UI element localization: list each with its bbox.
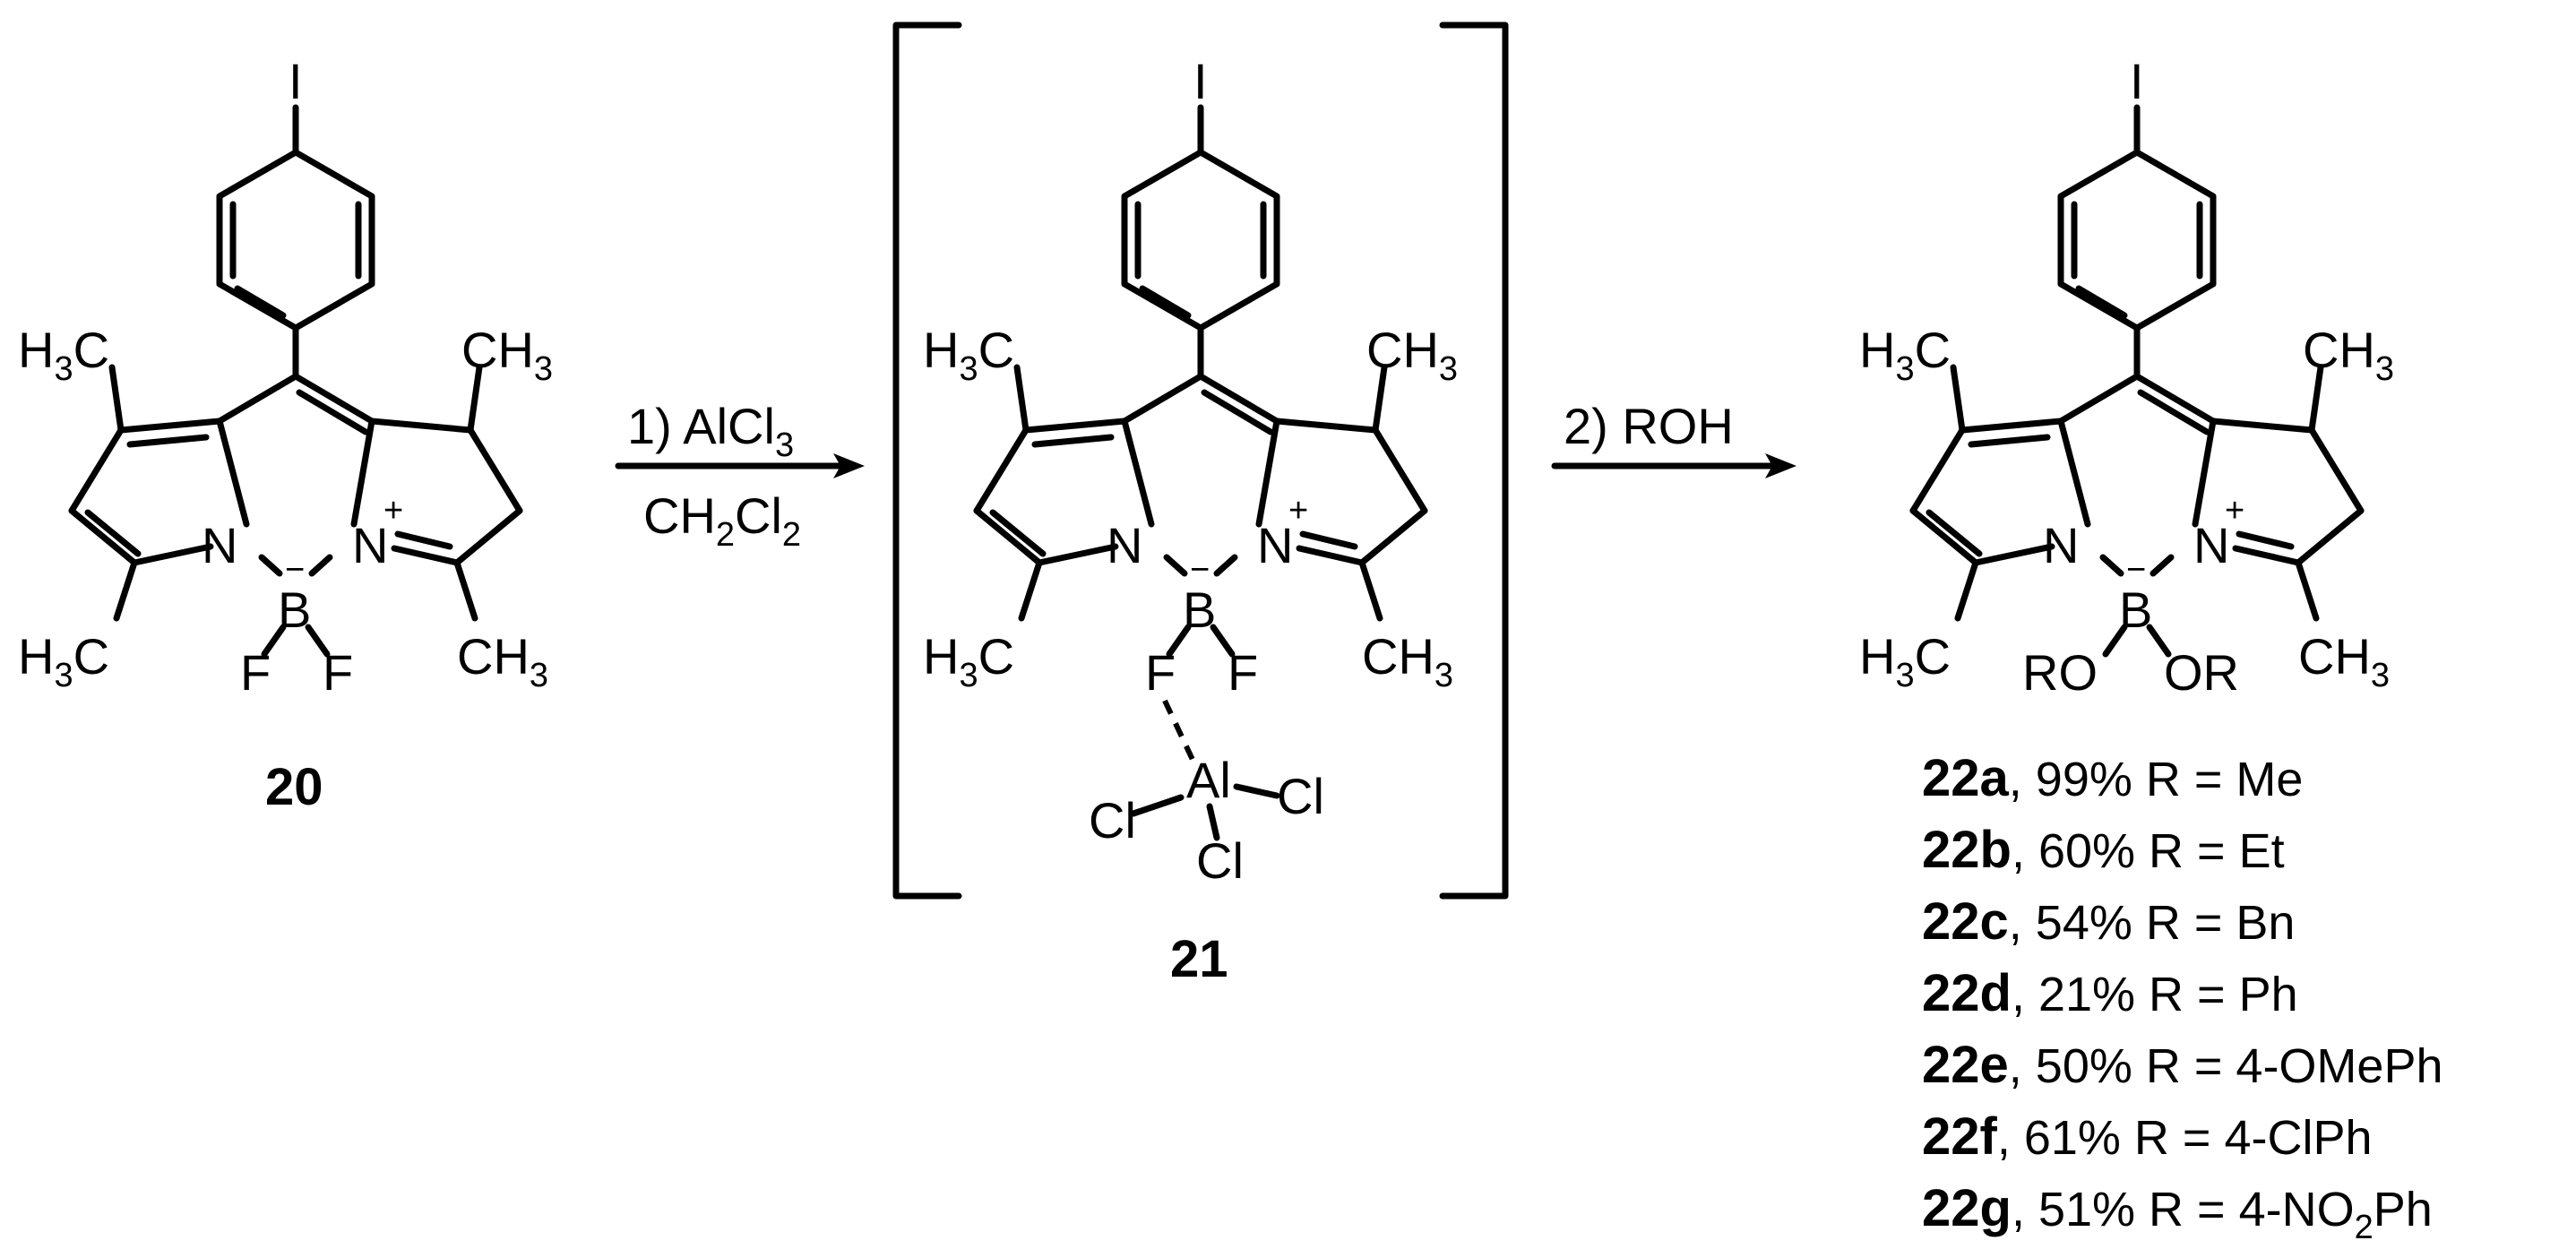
result-22a: 22a, 99% R = Me bbox=[1922, 749, 2303, 807]
fluorine-left: F bbox=[240, 644, 271, 701]
solvent-ch2cl2: CH2Cl2 bbox=[643, 487, 801, 554]
fluorine-right: F bbox=[323, 644, 353, 701]
result-22d: 22d, 21% R = Ph bbox=[1922, 964, 2298, 1022]
intermediate-brackets bbox=[892, 22, 1509, 900]
methyl-bottom-right: CH3 bbox=[2298, 628, 2390, 694]
compound-21-structure: I N N bbox=[923, 53, 1458, 988]
compound-label-21: 21 bbox=[1170, 930, 1228, 988]
plus-charge: + bbox=[1288, 492, 1308, 530]
iodine-atom: I bbox=[289, 53, 303, 109]
alkoxy-left: RO bbox=[2022, 644, 2098, 701]
compound-22-structure: I N N + B − RO OR bbox=[1859, 53, 2394, 701]
result-22g: 22g, 51% R = 4-NO2Ph bbox=[1922, 1179, 2433, 1246]
chlorine-right: Cl bbox=[1277, 768, 1324, 824]
minus-charge: − bbox=[1190, 551, 1210, 589]
methyl-bottom-right: CH3 bbox=[457, 628, 548, 694]
methyl-top-left: H3C bbox=[923, 322, 1014, 388]
compound-20-structure: I bbox=[18, 53, 553, 816]
methyl-top-left: H3C bbox=[1859, 322, 1951, 388]
iodine-atom: I bbox=[1193, 53, 1208, 109]
nitrogen-right: N bbox=[352, 517, 388, 573]
methyl-bottom-left: H3C bbox=[1859, 628, 1951, 694]
reagent-alcl3: 1) AlCl3 bbox=[627, 398, 794, 464]
reagent-roh: 2) ROH bbox=[1564, 398, 1734, 454]
methyl-bottom-left: H3C bbox=[18, 628, 109, 694]
result-22f: 22f, 61% R = 4-ClPh bbox=[1922, 1107, 2373, 1166]
nitrogen-left: N bbox=[1107, 517, 1142, 573]
methyl-top-right: CH3 bbox=[2303, 322, 2394, 388]
nitrogen-left: N bbox=[2043, 517, 2079, 573]
fluorine-left: F bbox=[1145, 644, 1176, 701]
methyl-top-right: CH3 bbox=[1366, 322, 1458, 388]
boron-atom: B bbox=[1183, 581, 1216, 638]
chlorine-bottom: Cl bbox=[1196, 832, 1244, 889]
methyl-top-right: CH3 bbox=[461, 322, 553, 388]
methyl-bottom-left: H3C bbox=[923, 628, 1014, 694]
methyl-bottom-right: CH3 bbox=[1362, 628, 1453, 694]
methyl-top-left: H3C bbox=[18, 322, 109, 388]
boron-atom: B bbox=[2119, 581, 2152, 638]
step2-arrow: 2) ROH bbox=[1551, 398, 1796, 478]
compound-label-20: 20 bbox=[265, 758, 323, 816]
step1-arrow: 1) AlCl3 CH2Cl2 bbox=[615, 398, 865, 554]
result-22e: 22e, 50% R = 4-OMePh bbox=[1922, 1036, 2443, 1094]
alkoxy-right: OR bbox=[2164, 644, 2239, 701]
nitrogen-right: N bbox=[1257, 517, 1293, 573]
minus-charge: − bbox=[2126, 551, 2146, 589]
nitrogen-right: N bbox=[2193, 517, 2229, 573]
aluminum-atom: Al bbox=[1186, 752, 1231, 808]
plus-charge: + bbox=[383, 492, 403, 530]
nitrogen-left: N bbox=[202, 517, 237, 573]
iodine-atom: I bbox=[2130, 53, 2144, 109]
fluorine-right: F bbox=[1228, 644, 1258, 701]
results-list: 22a, 99% R = Me 22b, 60% R = Et 22c, 54%… bbox=[1922, 749, 2443, 1246]
result-22b: 22b, 60% R = Et bbox=[1922, 821, 2285, 879]
boron-atom: B bbox=[278, 581, 311, 638]
plus-charge: + bbox=[2225, 492, 2244, 530]
minus-charge: − bbox=[285, 551, 305, 589]
chlorine-left: Cl bbox=[1089, 792, 1136, 848]
result-22c: 22c, 54% R = Bn bbox=[1922, 892, 2295, 951]
